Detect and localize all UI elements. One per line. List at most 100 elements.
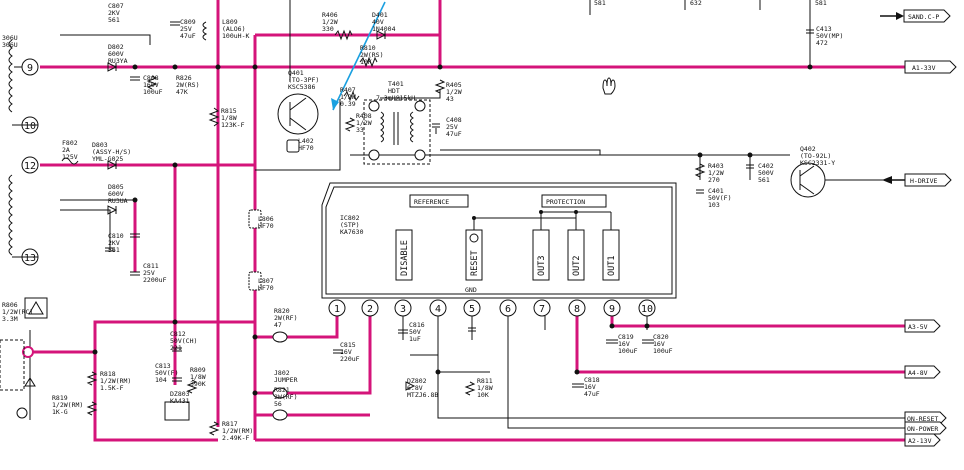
dz802-v: 6.8V [407, 384, 423, 392]
ic-pin-number: 4 [435, 304, 441, 315]
r407-w: 1/2W [340, 93, 356, 101]
r406-w: 1/2W [322, 18, 338, 26]
c816-val: 1uF [409, 335, 421, 343]
l402-ref: L402 [298, 137, 314, 145]
c812-v: 50V(CH) [170, 337, 197, 345]
ic-package: (STP) [340, 221, 360, 229]
connector-label: H-DRIVE [910, 177, 937, 185]
ic-reset-label: RESET [470, 250, 480, 276]
ic-ref: IC802 [340, 214, 360, 222]
q402-ref: Q402 [800, 145, 816, 153]
warning-icon [24, 297, 48, 319]
d803-part: YML-G025 [92, 155, 123, 163]
c810-ref: C810 [108, 232, 124, 240]
l807-ref: L807 [258, 277, 274, 285]
c402-val: 561 [758, 176, 770, 184]
c812-ref: C812 [170, 330, 186, 338]
r405-w: 1/2W [446, 88, 462, 96]
c408-ref: C408 [446, 116, 462, 124]
top-label: 581 [594, 0, 606, 7]
transistor-q402 [790, 162, 826, 198]
r809-val: 390K [190, 380, 206, 388]
c408-v: 25V [446, 123, 458, 131]
top-label: 306U [2, 34, 18, 42]
connector-label: ON-POWER [907, 425, 938, 433]
ic-out3-label: OUT3 [537, 256, 547, 276]
ic-pin-3: 3 [394, 299, 412, 317]
connector-a3-5v: A3-5V [904, 319, 941, 333]
ic-pin-5: 5 [463, 299, 481, 317]
svg-text:Q402(TO-92L)KSC2331-Y: Q402(TO-92L)KSC2331-Y [800, 145, 835, 167]
c413-v: 50V(MP) [816, 32, 843, 40]
r810-val: 10K [360, 58, 372, 66]
c815-ref: C815 [340, 341, 356, 349]
r826-w: 2W(RS) [176, 81, 199, 89]
r810-w: 2W(RS) [360, 51, 383, 59]
ic-pin-2: 2 [361, 299, 379, 317]
component-symbols [24, 21, 814, 436]
dz802-part: MTZJ6.8B [407, 391, 438, 399]
dz803-ref: DZ803 [170, 390, 190, 398]
node-circle [22, 346, 34, 358]
r820-val: 47 [274, 321, 282, 329]
ic-pin-7: 7 [533, 299, 551, 317]
arrow-head-icon [331, 98, 339, 110]
t401-ref: T401 [388, 80, 404, 88]
c820-ref: C820 [653, 333, 669, 341]
connector-h-drive: H-DRIVE [882, 173, 952, 187]
l806-ref: L806 [258, 215, 274, 223]
r819-w: 1/2W(RM) [52, 401, 83, 409]
c808-v: 160V [143, 81, 159, 89]
d803-pkg: (ASSY-H/S) [92, 148, 131, 156]
c818-ref: C818 [584, 376, 600, 384]
r817-val: 2.49K-F [222, 434, 249, 442]
c818-v: 16V [584, 383, 596, 391]
c818-val: 47uF [584, 390, 600, 398]
c820-val: 100uF [653, 347, 673, 355]
c807-ref: C807 [108, 2, 124, 10]
r821-w: 2W(RF) [274, 393, 297, 401]
connector-sand-c-p: SAND.C-P [880, 9, 951, 23]
pin-label: 9 [27, 63, 33, 74]
r811-w: 1/8W [477, 384, 493, 392]
c816-ref: C816 [409, 321, 425, 329]
d401-ref: D401 [372, 11, 388, 19]
ic-pin-number: 2 [367, 304, 373, 315]
svg-text:L809(ALO6)100uH-K: L809(ALO6)100uH-K [222, 18, 249, 40]
ic-reference-label: REFERENCE [414, 198, 449, 206]
r819-val: 1K-G [52, 408, 68, 416]
c811-val: 2200uF [143, 276, 167, 284]
flyback-coils [8, 39, 13, 256]
d802-part: RU3YA [108, 57, 128, 65]
j802-val: JUMPER [274, 376, 298, 384]
ic-pin-number: 7 [539, 304, 545, 315]
r820-ref: R820 [274, 307, 290, 315]
ic-disable-label: DISABLE [400, 240, 410, 276]
r406-val: 330 [322, 25, 334, 33]
c807-val: 561 [108, 16, 120, 24]
d401-v: 40V [372, 18, 384, 26]
l806-val: HF70 [258, 222, 274, 230]
ic-pin-1: 1 [328, 299, 346, 317]
